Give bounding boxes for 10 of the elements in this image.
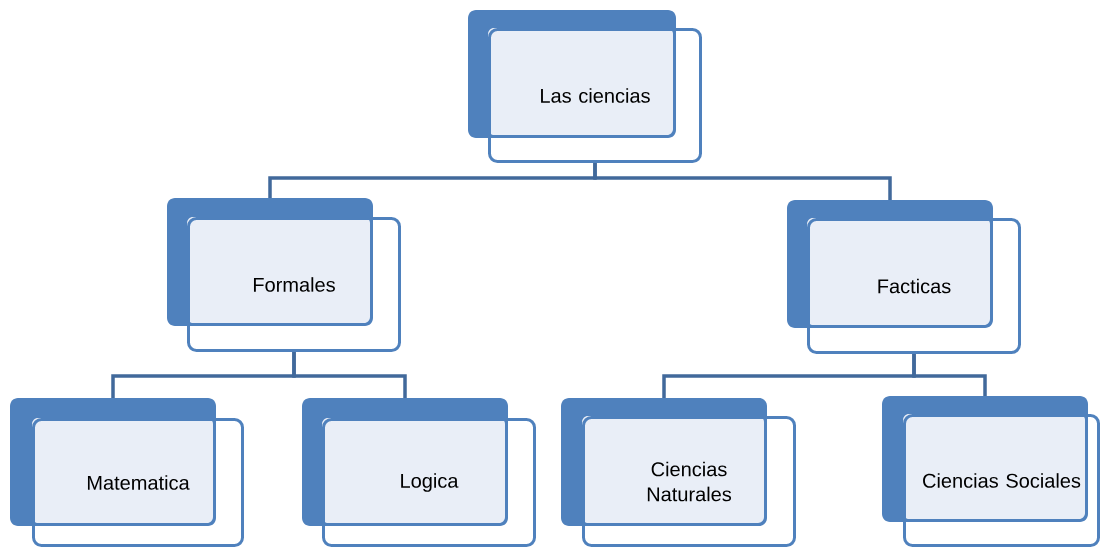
connector-line [593,163,892,200]
process-box: Facticas [787,200,1021,354]
process-box: Las ciencias [468,10,702,163]
process-box: Formales [167,198,401,352]
connector-line [912,354,987,396]
process-box: Ciencias Sociales [882,396,1100,547]
process-box: Logica [302,398,536,547]
process-box: Ciencias Naturales [561,398,796,547]
connector-line [292,352,407,398]
process-box: Matematica [10,398,244,547]
